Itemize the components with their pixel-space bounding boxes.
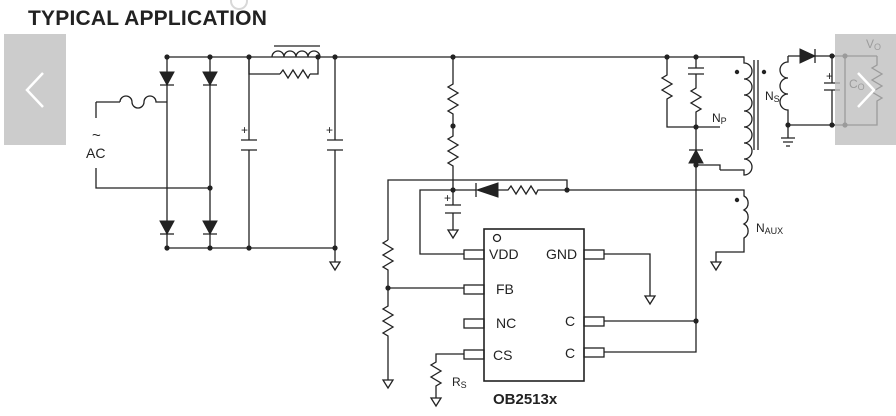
section-title: TYPICAL APPLICATION: [28, 7, 268, 30]
ac-label: AC: [86, 145, 105, 161]
top-circle-decoration: [230, 0, 248, 10]
ac-symbol: ~: [92, 127, 101, 144]
carousel-next-button[interactable]: [835, 34, 896, 145]
ns-label: NS: [765, 89, 780, 104]
snubber-diode: [688, 148, 704, 164]
bridge-diode-c: [159, 220, 175, 236]
pin-nc: NC: [496, 315, 516, 331]
chevron-left-icon: [25, 71, 44, 108]
plus-cocap: +: [826, 69, 833, 83]
pin-gnd: GND: [546, 246, 577, 262]
rs-label: RS: [452, 375, 467, 390]
bridge-diode-a: [159, 71, 175, 87]
pin-fb: FB: [496, 281, 514, 297]
plus-cap1: +: [241, 123, 248, 137]
aux-diode: [475, 182, 499, 198]
pin-vdd: VDD: [489, 246, 519, 262]
plus-vddcap: +: [444, 191, 451, 205]
bridge-diode-b: [202, 71, 218, 87]
chevron-right-icon: [857, 71, 876, 108]
pin-cs: CS: [493, 347, 512, 363]
plus-cap2: +: [326, 123, 333, 137]
pin-c2: C: [565, 345, 575, 361]
carousel-prev-button[interactable]: [4, 34, 66, 145]
naux-label: NAUX: [756, 221, 783, 236]
pin-c1: C: [565, 313, 575, 329]
np-label: NP: [712, 111, 727, 126]
chip-name: OB2513x: [493, 391, 558, 408]
bridge-diode-d: [202, 220, 218, 236]
output-diode: [799, 48, 817, 64]
